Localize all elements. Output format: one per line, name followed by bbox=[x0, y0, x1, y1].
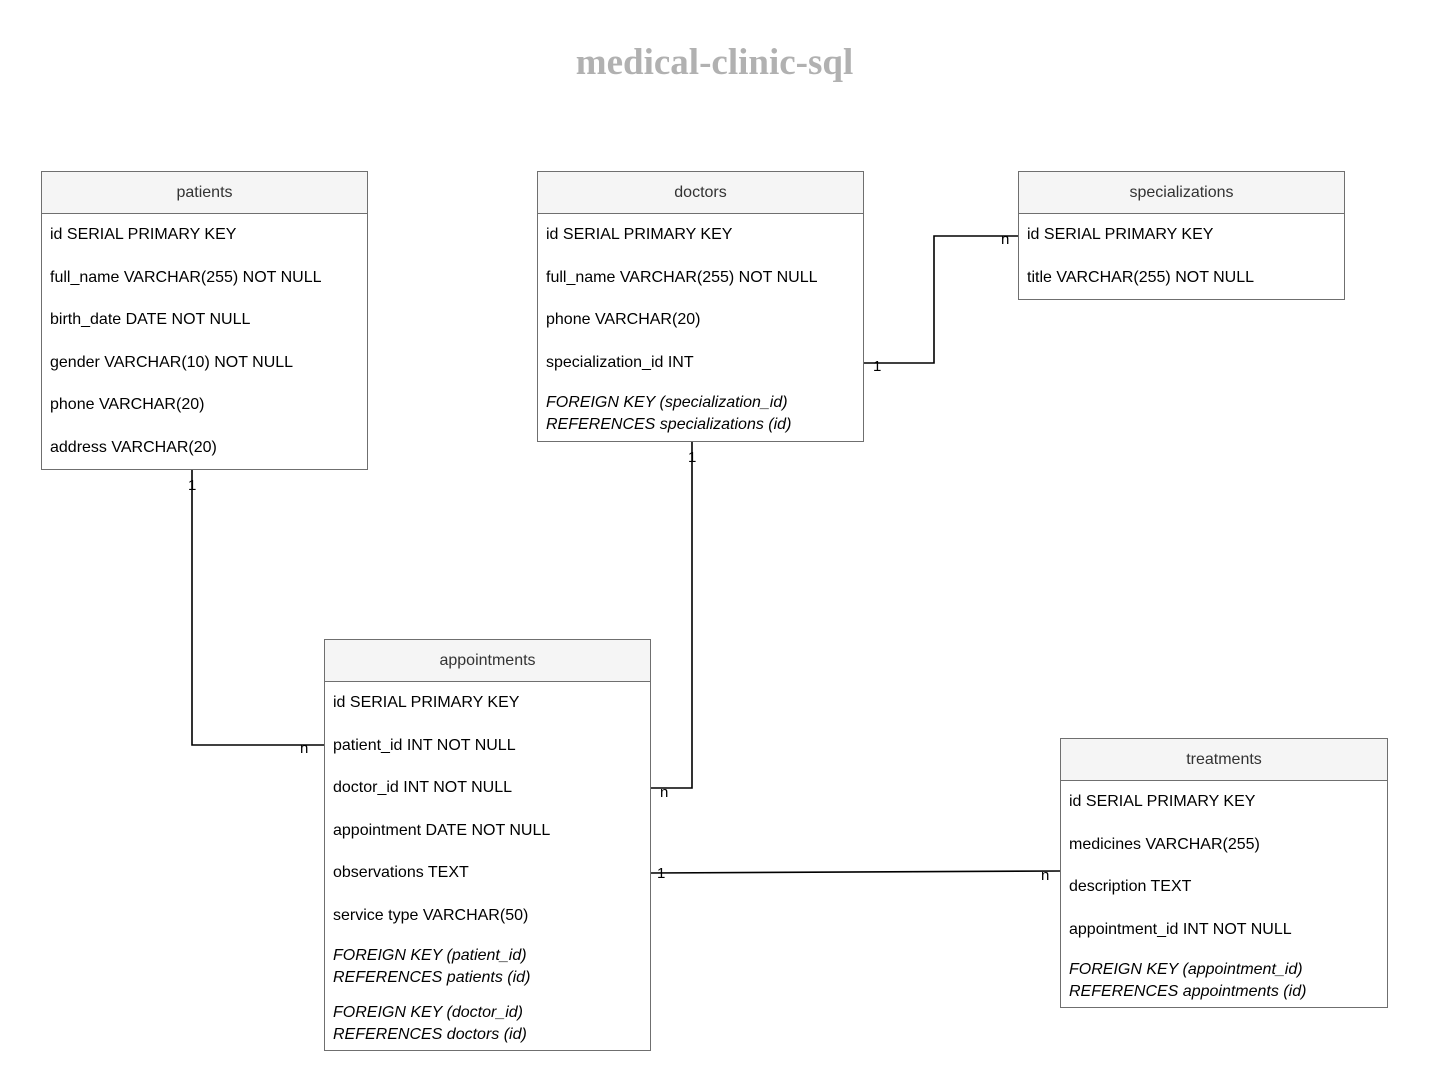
edge-appointments-treatments[interactable] bbox=[650, 870, 1062, 874]
field-doctors-id[interactable]: id SERIAL PRIMARY KEY bbox=[546, 226, 733, 243]
edge-doctors-appointments-one-label: 1 bbox=[688, 449, 696, 466]
foreign-key-line: FOREIGN KEY (appointment_id) bbox=[1069, 961, 1303, 978]
field-appointments-id[interactable]: id SERIAL PRIMARY KEY bbox=[333, 694, 520, 711]
foreign-key-constraint-appointments-0[interactable]: FOREIGN KEY (patient_id) REFERENCES patie… bbox=[325, 937, 650, 996]
diagram-title: medical-clinic-sql bbox=[575, 42, 854, 83]
table-appointments[interactable]: appointments id SERIAL PRIMARY KEY patient… bbox=[324, 639, 651, 1051]
foreign-key-line: FOREIGN KEY (patient_id) bbox=[333, 947, 527, 964]
edge-doctors-specializations-one-label: 1 bbox=[873, 358, 881, 375]
field-treatments-appointment-id[interactable]: appointment_id INT NOT NULL bbox=[1069, 920, 1292, 938]
field-patients-id[interactable]: id SERIAL PRIMARY KEY bbox=[50, 226, 237, 243]
field-patients-birth-date[interactable]: birth_date DATE NOT NULL bbox=[50, 311, 251, 328]
references-line: REFERENCES doctors (id) bbox=[333, 1025, 527, 1043]
edge-doctors-specializations[interactable] bbox=[863, 235, 1019, 364]
foreign-key-constraint-doctors-0[interactable]: FOREIGN KEY (specialization_id) REFERENCE… bbox=[538, 384, 863, 443]
edge-patients-appointments-one-label: 1 bbox=[188, 477, 196, 494]
references-line: REFERENCES appointments (id) bbox=[1069, 982, 1307, 1000]
table-specializations[interactable]: specializations id SERIAL PRIMARY KEY titl… bbox=[1018, 171, 1345, 300]
table-header-appointments[interactable]: appointments bbox=[325, 640, 650, 682]
edge-patients-appointments-many-label: n bbox=[300, 740, 308, 757]
field-appointments-service[interactable]: service type VARCHAR(50) bbox=[333, 906, 529, 924]
edge-patients-appointments[interactable] bbox=[191, 469, 325, 746]
edge-doctors-appointments-many-label: n bbox=[660, 784, 668, 801]
table-treatments[interactable]: treatments id SERIAL PRIMARY KEY medicines… bbox=[1060, 738, 1388, 1008]
edge-doctors-specializations-many-label: n bbox=[1001, 231, 1009, 248]
field-specializations-title[interactable]: title VARCHAR(255) NOT NULL bbox=[1027, 268, 1255, 286]
field-doctors-full-name[interactable]: full_name VARCHAR(255) NOT NULL bbox=[546, 268, 818, 286]
field-patients-phone[interactable]: phone VARCHAR(20) bbox=[50, 396, 205, 413]
table-header-doctors[interactable]: doctors bbox=[538, 172, 863, 214]
foreign-key-line: FOREIGN KEY (doctor_id) bbox=[333, 1004, 523, 1021]
foreign-key-constraint-treatments-0[interactable]: FOREIGN KEY (appointment_id) REFERENCES a… bbox=[1061, 951, 1387, 1010]
table-header-specializations[interactable]: specializations bbox=[1019, 172, 1344, 214]
table-header-treatments[interactable]: treatments bbox=[1061, 739, 1387, 781]
foreign-key-constraint-appointments-1[interactable]: FOREIGN KEY (doctor_id) REFERENCES doctor… bbox=[325, 996, 650, 1053]
foreign-key-line: FOREIGN KEY (specialization_id) bbox=[546, 394, 788, 411]
field-treatments-description[interactable]: description TEXT bbox=[1069, 878, 1192, 895]
field-patients-full-name[interactable]: full_name VARCHAR(255) NOT NULL bbox=[50, 268, 322, 286]
field-patients-gender[interactable]: gender VARCHAR(10) NOT NULL bbox=[50, 353, 294, 371]
field-appointments-doctor-id[interactable]: doctor_id INT NOT NULL bbox=[333, 779, 513, 796]
field-patients-address[interactable]: address VARCHAR(20) bbox=[50, 438, 217, 456]
field-appointments-patient-id[interactable]: patient_id INT NOT NULL bbox=[333, 736, 516, 754]
field-appointments-appointment[interactable]: appointment DATE NOT NULL bbox=[333, 821, 551, 839]
references-line: REFERENCES specializations (id) bbox=[546, 415, 792, 433]
edge-doctors-appointments[interactable] bbox=[651, 441, 693, 789]
edge-appointments-treatments-one-label: 1 bbox=[657, 865, 665, 882]
table-patients[interactable]: patients id SERIAL PRIMARY KEY full_name V… bbox=[41, 171, 368, 470]
field-treatments-id[interactable]: id SERIAL PRIMARY KEY bbox=[1069, 793, 1256, 810]
references-line: REFERENCES patients (id) bbox=[333, 968, 531, 986]
field-doctors-specialization-id[interactable]: specialization_id INT bbox=[546, 353, 694, 371]
field-appointments-observations[interactable]: observations TEXT bbox=[333, 864, 469, 881]
field-treatments-medicines[interactable]: medicines VARCHAR(255) bbox=[1069, 835, 1260, 853]
edge-appointments-treatments-many-label: n bbox=[1041, 867, 1049, 884]
field-specializations-id[interactable]: id SERIAL PRIMARY KEY bbox=[1027, 226, 1214, 243]
table-doctors[interactable]: doctors id SERIAL PRIMARY KEY full_name VA… bbox=[537, 171, 864, 442]
table-header-patients[interactable]: patients bbox=[42, 172, 367, 214]
field-doctors-phone[interactable]: phone VARCHAR(20) bbox=[546, 311, 701, 328]
